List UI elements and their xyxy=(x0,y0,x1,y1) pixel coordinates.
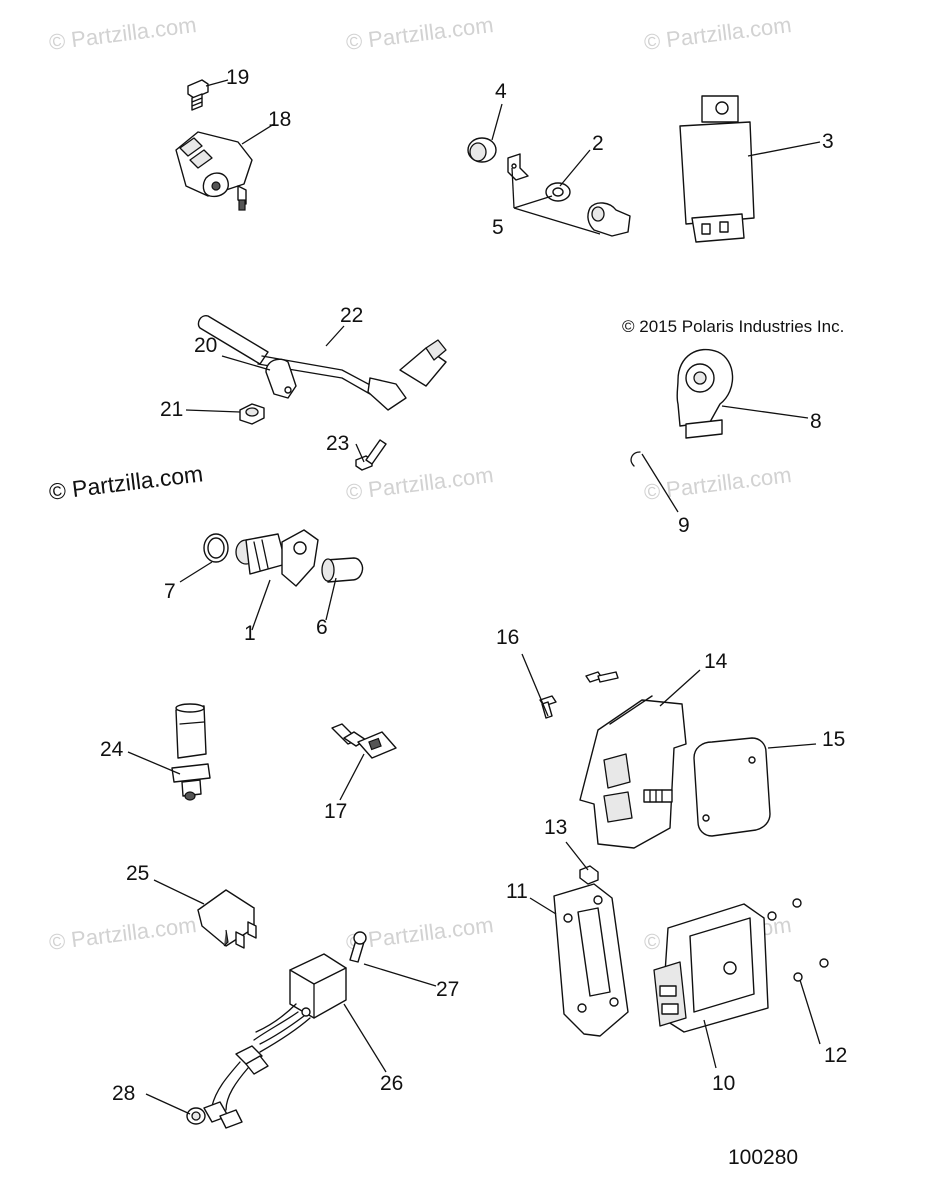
callout-23: 23 xyxy=(326,432,349,455)
callout-25: 25 xyxy=(126,862,149,885)
watermark-layer: © Partzilla.com © Partzilla.com © Partzi… xyxy=(47,12,792,955)
callout-24: 24 xyxy=(100,738,124,761)
callout-6: 6 xyxy=(316,616,328,639)
part-11-bracket xyxy=(553,883,629,1037)
callout-10: 10 xyxy=(712,1072,735,1095)
part-5-connector xyxy=(587,202,631,237)
document-number: 100280 xyxy=(728,1146,798,1169)
callout-7: 7 xyxy=(164,580,176,603)
part-19-bolt xyxy=(187,79,209,111)
copyright-notice: © 2015 Polaris Industries Inc. xyxy=(622,317,844,336)
part-8-knock-sensor xyxy=(676,348,734,439)
callout-11: 11 xyxy=(506,880,528,903)
callout-8: 8 xyxy=(810,410,822,433)
part-12-screws xyxy=(767,898,829,982)
callout-21: 21 xyxy=(160,398,183,421)
part-28-nut xyxy=(186,1107,206,1125)
callout-12: 12 xyxy=(824,1044,847,1067)
watermark-low-center: © Partzilla.com xyxy=(345,912,495,955)
callout-15: 15 xyxy=(822,728,845,751)
callout-19: 19 xyxy=(226,66,249,89)
watermark-top-left: © Partzilla.com xyxy=(48,12,198,55)
callout-22: 22 xyxy=(340,304,363,327)
part-2-washer xyxy=(545,182,571,202)
callout-labels: 1 2 3 4 5 6 7 8 9 10 11 12 13 14 15 16 1… xyxy=(100,66,847,1105)
callout-17: 17 xyxy=(324,800,347,823)
part-18-sensor xyxy=(175,131,253,211)
part-7-o-ring xyxy=(203,533,229,563)
callout-13: 13 xyxy=(544,816,567,839)
part-13-bolt xyxy=(579,865,599,885)
part-3-module xyxy=(679,95,755,243)
part-23-bolt xyxy=(355,439,387,471)
part-27-bolt xyxy=(349,931,367,963)
watermark-top-center: © Partzilla.com xyxy=(345,12,495,55)
callout-26: 26 xyxy=(380,1072,403,1095)
part-16-bolt-upper xyxy=(585,671,619,683)
part-17-temp-sensor xyxy=(331,723,397,759)
part-22-speed-sensor xyxy=(197,315,447,411)
part-25-switch xyxy=(197,889,257,949)
part-6-spacer xyxy=(321,557,364,583)
callout-20: 20 xyxy=(194,334,217,357)
callout-4: 4 xyxy=(495,80,507,103)
part-1-cam-sensor xyxy=(235,529,319,587)
callout-14: 14 xyxy=(704,650,728,673)
callout-5: 5 xyxy=(492,216,504,239)
watermark-dark-left: © Partzilla.com xyxy=(47,460,204,505)
callout-27: 27 xyxy=(436,978,459,1001)
callout-9: 9 xyxy=(678,514,690,537)
callout-18: 18 xyxy=(268,108,291,131)
callout-2: 2 xyxy=(592,132,604,155)
watermark-mid-right: © Partzilla.com xyxy=(643,462,793,505)
part-26-harness xyxy=(203,953,347,1129)
callout-1: 1 xyxy=(244,622,256,645)
part-9-clip xyxy=(630,451,641,467)
part-21-nut xyxy=(239,403,265,425)
callout-3: 3 xyxy=(822,130,834,153)
part-15-gasket xyxy=(693,737,771,837)
callout-16: 16 xyxy=(496,626,519,649)
leader-lines xyxy=(127,79,821,1115)
part-20-clip xyxy=(265,358,297,399)
watermark-top-right: © Partzilla.com xyxy=(643,12,793,55)
part-4-cap xyxy=(467,137,497,163)
watermark-low-left: © Partzilla.com xyxy=(48,912,198,955)
part-24-sensor xyxy=(171,703,211,801)
callout-28: 28 xyxy=(112,1082,135,1105)
part-5-bracket xyxy=(507,153,529,181)
part-14-ecu-housing xyxy=(579,695,687,849)
part-10-ecu xyxy=(653,903,769,1033)
